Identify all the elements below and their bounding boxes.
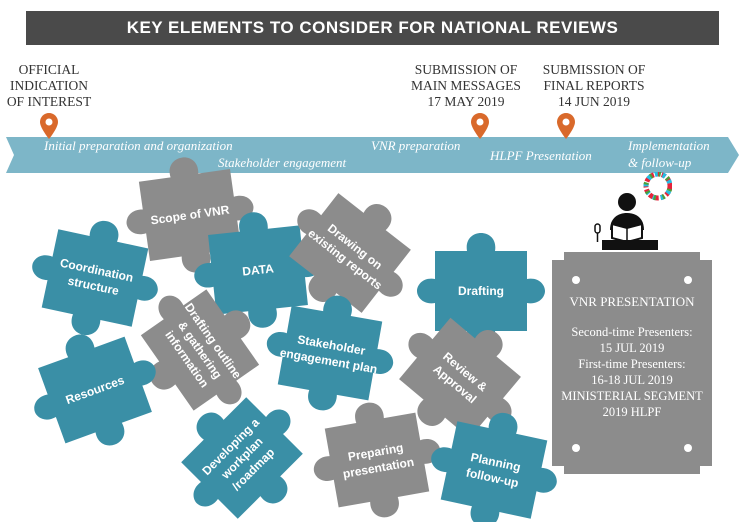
hlpf-label: 2019 HLPF: [602, 405, 662, 419]
milestone-official-indication: OFFICIAL INDICATION OF INTEREST: [0, 62, 98, 110]
milestone-line: 14 JUN 2019: [557, 94, 630, 109]
timeline-label-hlpf: HLPF Presentation: [490, 148, 592, 163]
location-pin-icon: [557, 113, 575, 139]
puzzle-drafting-outline: Drafting outline & gathering information: [115, 264, 285, 436]
milestone-line: OF INTEREST: [6, 94, 92, 109]
puzzle-stakeholder-plan: Stakeholder engagement plan: [256, 284, 404, 422]
sdg-wheel-icon: [643, 172, 672, 201]
vnr-presentation-details: VNR PRESENTATION Second-time Presenters:…: [552, 294, 712, 420]
milestone-line: OFFICIAL: [18, 62, 80, 77]
card-title: VNR PRESENTATION: [569, 294, 695, 309]
milestone-line: SUBMISSION OF: [414, 62, 518, 77]
first-time-date: 16-18 JUL 2019: [591, 373, 673, 387]
puzzle-drawing-on-reports: Drawing on existing reports: [263, 167, 437, 339]
puzzle-label: Drafting: [458, 284, 504, 298]
milestone-line: INDICATION: [10, 78, 88, 93]
timeline-label-stakeholder: Stakeholder engagement: [218, 155, 347, 170]
milestone-line: FINAL REPORTS: [543, 78, 645, 93]
page-title: KEY ELEMENTS TO CONSIDER FOR NATIONAL RE…: [26, 11, 719, 45]
puzzle-workplan: Developing a workplan /roadmap: [155, 371, 329, 522]
timeline-label-vnr-prep: VNR preparation: [371, 138, 461, 153]
milestone-line: MAIN MESSAGES: [411, 78, 521, 93]
puzzle-coordination-structure: Coordination structure: [20, 207, 170, 349]
puzzle-label: DATA: [242, 261, 275, 278]
location-pin-icon: [40, 113, 58, 139]
timeline-label-follow-up: & follow-up: [628, 155, 692, 170]
milestone-line: 17 MAY 2019: [427, 94, 505, 109]
ministerial-segment: MINISTERIAL SEGMENT: [561, 389, 703, 403]
presenter-at-podium-icon: [594, 172, 672, 250]
milestone-final-reports: SUBMISSION OF FINAL REPORTS 14 JUN 2019: [534, 62, 654, 110]
puzzle-preparing-presentation: Preparing presentation: [303, 391, 451, 522]
puzzle-resources: Resources: [15, 313, 175, 467]
vnr-presentation-card: [552, 252, 712, 474]
puzzle-data: DATA: [188, 205, 328, 335]
puzzle-planning-follow-up: Planning follow-up: [419, 399, 569, 522]
timeline-label-initial: Initial preparation and organization: [44, 138, 233, 153]
milestone-line: SUBMISSION OF: [542, 62, 646, 77]
second-time-label: Second-time Presenters:: [571, 325, 693, 339]
milestone-main-messages: SUBMISSION OF MAIN MESSAGES 17 MAY 2019: [404, 62, 528, 110]
timeline-label-implementation: Implementation: [628, 138, 710, 153]
second-time-date: 15 JUL 2019: [599, 341, 665, 355]
first-time-label: First-time Presenters:: [578, 357, 686, 371]
puzzle-scope-of-vnr: Scope of VNR: [118, 148, 262, 282]
puzzle-review-approval: Review & Approval: [373, 292, 547, 464]
puzzle-drafting: Drafting: [417, 233, 545, 349]
location-pin-icon: [471, 113, 489, 139]
